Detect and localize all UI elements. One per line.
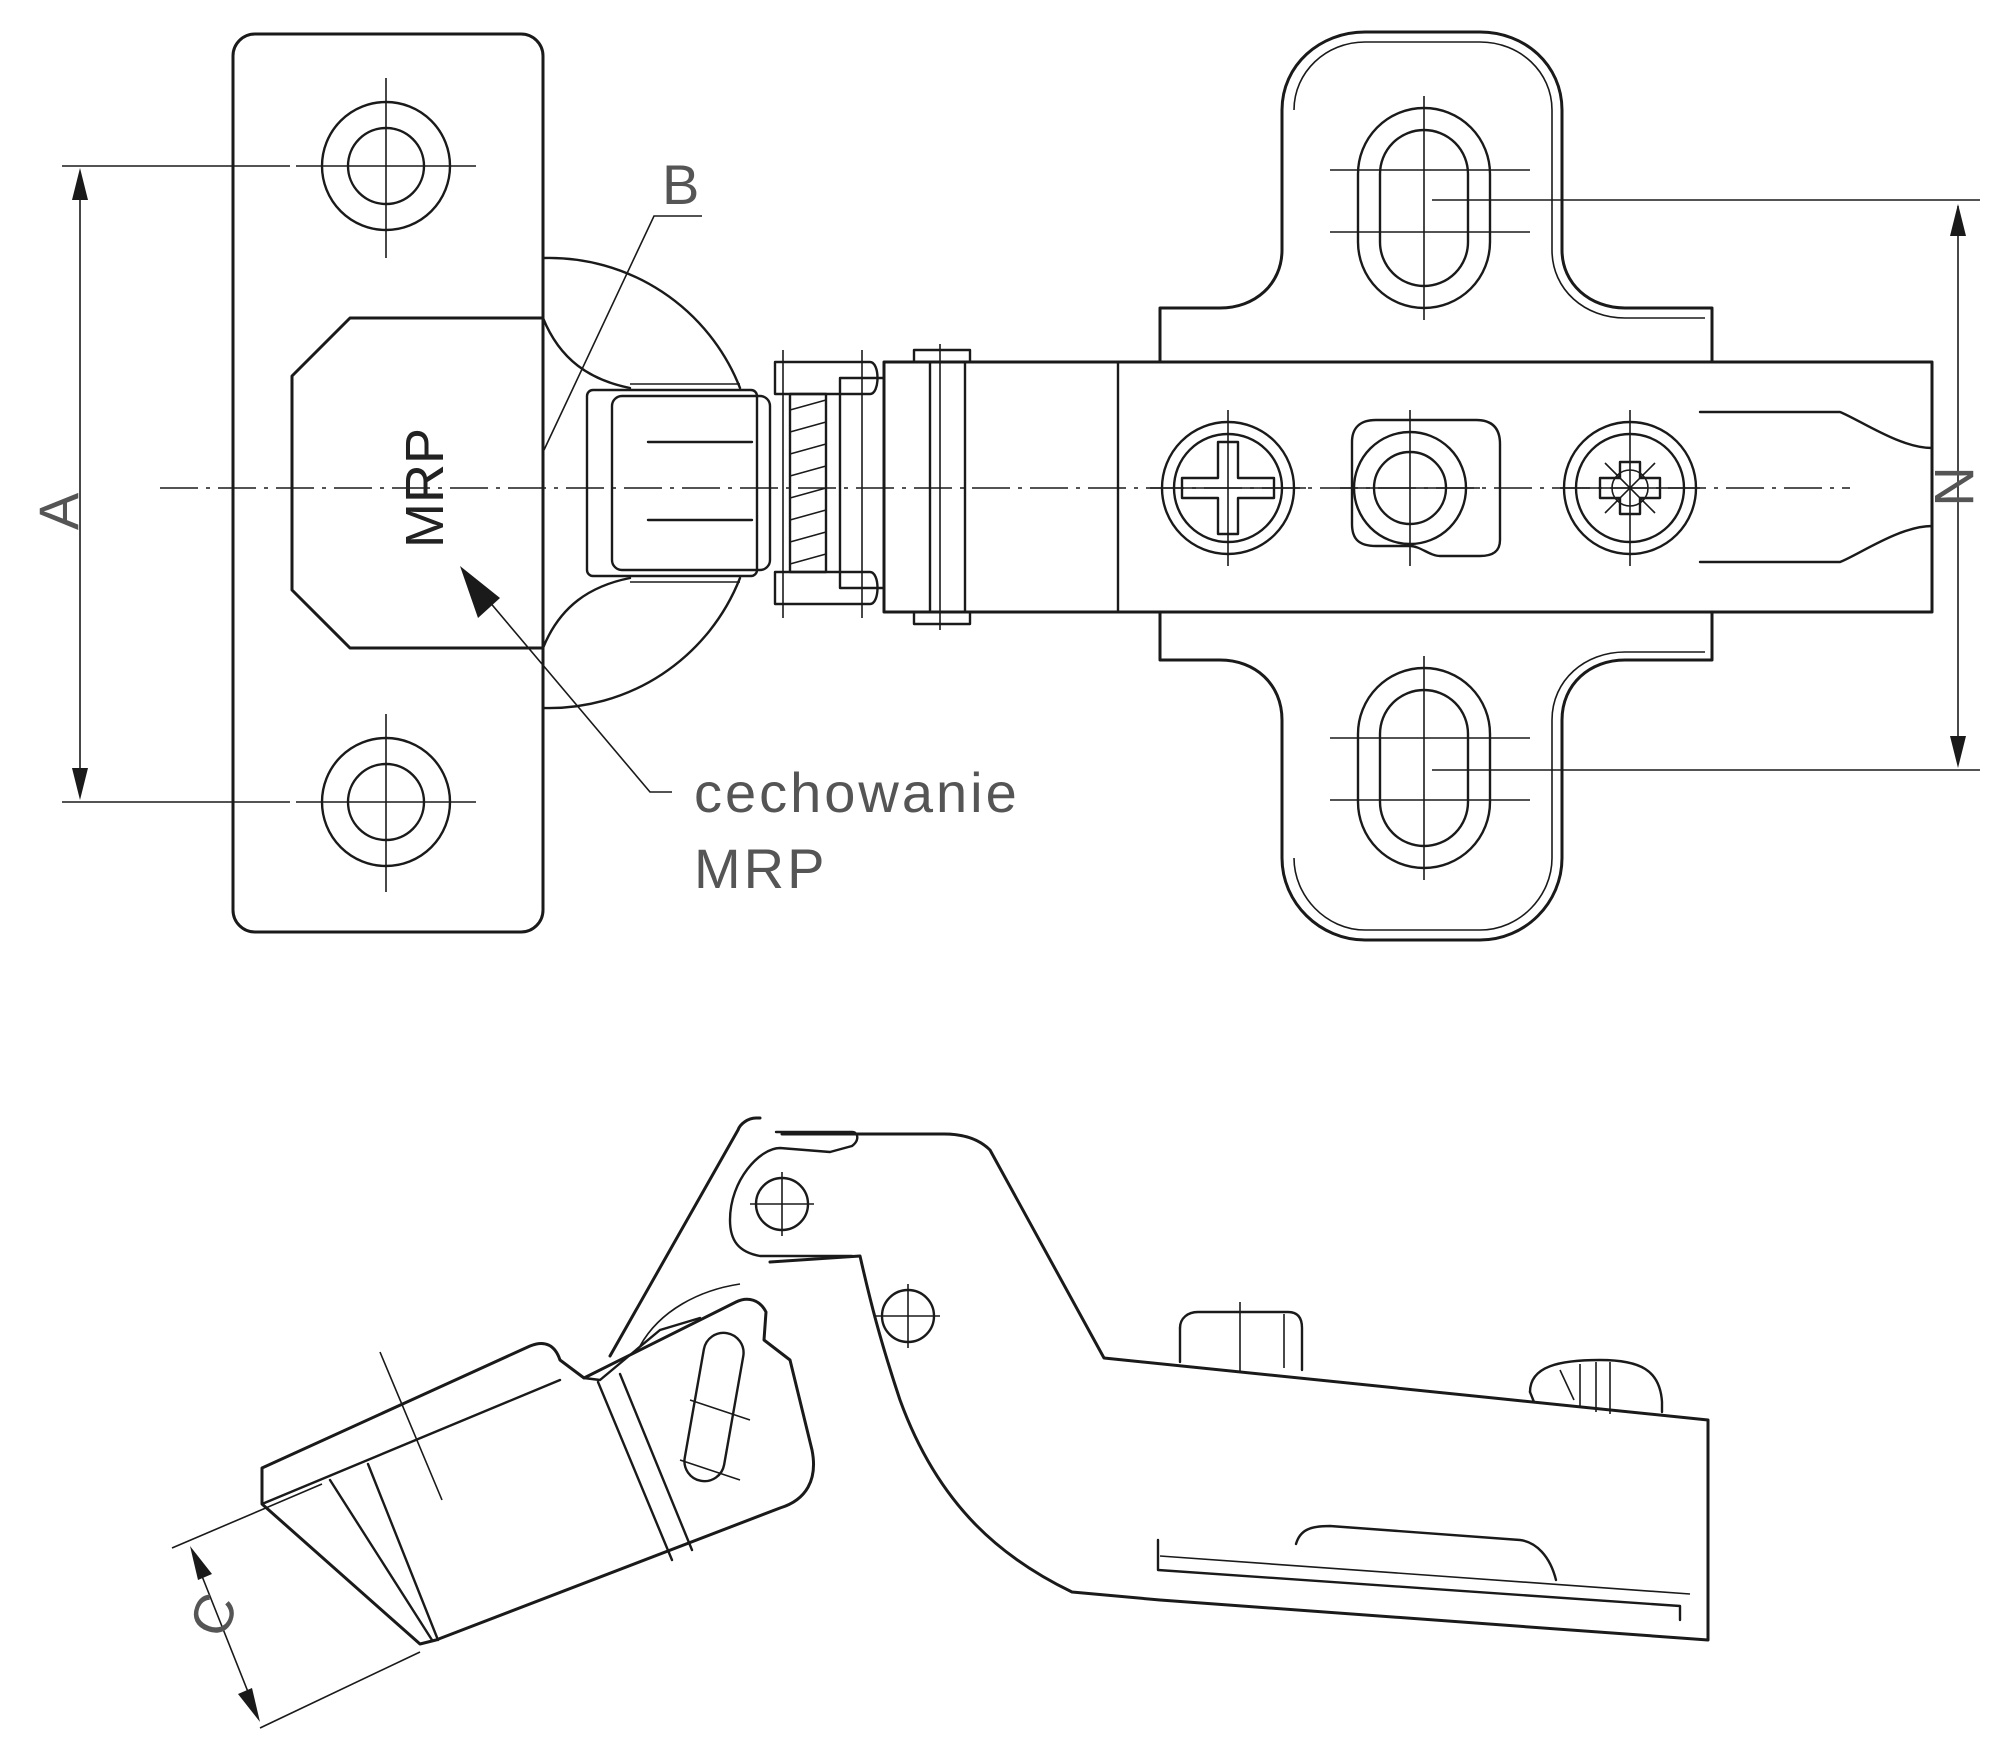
hinge-spring [773,350,886,618]
plate-hole-top [296,78,476,258]
hinge-arm [882,344,1934,630]
top-view: A N B MRP cechowanie MRP [27,30,1986,942]
mounting-plate [1158,30,1714,942]
side-pozi-screw [1528,1358,1664,1414]
leader-b [543,215,702,451]
dimension-n-label: N [1923,466,1986,509]
side-view: C [171,1116,1710,1729]
cup-cutout-top [541,316,632,390]
hinge-arm-link [585,383,772,583]
dimension-c [171,1483,421,1729]
slot-top [1330,96,1530,320]
dimension-n [1432,199,1980,771]
plate-hole-bottom [296,714,476,892]
side-hex-screw [1178,1302,1304,1372]
cup-arc-bottom [541,576,742,710]
slot-bottom [1330,656,1530,880]
hinge-knuckle [728,1130,859,1258]
dimension-c-label: C [177,1582,251,1644]
dimension-a-label: A [27,490,90,530]
side-base-plate [1156,1524,1691,1622]
cup-cutout-bottom [541,576,632,650]
cup-arc-top [541,256,742,390]
mrp-stamp: MRP [395,428,455,548]
adjust-screw [1340,410,1502,566]
marking-leader [460,566,672,793]
side-cup [260,1283,815,1646]
dimension-a [62,165,290,803]
dimension-b-label: B [662,153,702,216]
side-arm-profile [608,1116,1710,1642]
marking-label-line2: MRP [694,837,827,900]
marking-label-line1: cechowanie [694,761,1020,824]
cup-plate [231,32,545,934]
